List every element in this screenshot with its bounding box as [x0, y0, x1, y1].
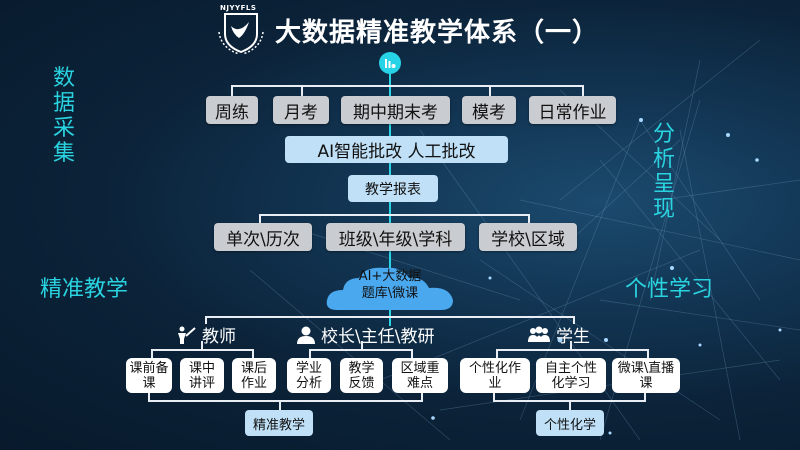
side-label-personalized-learning: 个性学习 — [625, 277, 714, 302]
group-icon — [528, 326, 550, 342]
logo-text: NJYYFLS — [220, 4, 257, 12]
bar-chart-icon — [379, 52, 401, 74]
student-item: 个性化作业 — [460, 358, 530, 393]
connector-spine-lower — [389, 310, 391, 326]
source-box: 周练 — [206, 96, 258, 124]
side-label-analysis: 分析呈现 — [652, 122, 675, 222]
group-student-label: 学生 — [556, 327, 590, 347]
connector-tick — [421, 393, 423, 402]
connector-tick — [647, 349, 649, 359]
school-logo — [218, 13, 264, 55]
connector-sources — [231, 85, 584, 87]
student-item: 微课\直播课 — [612, 358, 680, 393]
source-box: 模考 — [462, 96, 516, 124]
dimension-box: 班级\年级\学科 — [326, 223, 465, 251]
connector-tick — [493, 393, 495, 402]
connector-tick — [644, 393, 646, 402]
connector-tick — [301, 85, 303, 97]
connector-tick — [259, 214, 261, 224]
side-label-precision-teaching: 精准教学 — [40, 277, 129, 302]
dimension-box: 单次\历次 — [214, 223, 312, 251]
connector-tick — [252, 349, 254, 359]
connector-tick — [201, 341, 203, 351]
teacher-item: 课后作业 — [232, 358, 276, 393]
principal-item: 学业分析 — [287, 358, 331, 393]
dimension-box: 学校\区域 — [479, 223, 577, 251]
outcome-precision-teaching: 精准教学 — [245, 410, 313, 436]
connector-tick — [361, 341, 363, 351]
teacher-item: 课中讲评 — [180, 358, 224, 393]
connector-tick — [573, 316, 575, 324]
connector-tick — [570, 341, 572, 351]
connector-student — [496, 349, 649, 351]
group-teacher-label: 教师 — [202, 327, 236, 347]
connector-groups — [205, 316, 575, 318]
connector-tick — [489, 85, 491, 97]
group-principal: 校长\主任\教研 — [297, 322, 434, 347]
connector-tick — [231, 85, 233, 97]
connector-tick — [569, 400, 571, 410]
connector-tick — [582, 85, 584, 97]
group-student: 学生 — [528, 322, 590, 347]
connector-tick — [411, 349, 413, 359]
teacher-item: 课前备课 — [126, 358, 172, 393]
source-box: 日常作业 — [529, 96, 616, 124]
user-icon — [297, 326, 315, 344]
student-item: 自主个性化学习 — [536, 358, 606, 393]
teacher-icon — [178, 326, 196, 344]
connector-tick — [151, 349, 153, 359]
principal-item: 教学反馈 — [340, 358, 383, 393]
connector-tick — [205, 316, 207, 324]
connector-spine — [389, 74, 391, 274]
connector-tick — [148, 393, 150, 402]
connector-dimensions — [259, 214, 530, 216]
connector-tick — [279, 400, 281, 410]
cloud-icon — [326, 267, 453, 310]
connector-tick — [309, 349, 311, 359]
source-box: 月考 — [273, 96, 329, 124]
side-label-data-collection: 数据采集 — [52, 66, 75, 166]
source-box: 期中期末考 — [341, 96, 450, 124]
group-teacher: 教师 — [176, 322, 236, 347]
grading-box: AI智能批改 人工批改 — [285, 136, 508, 163]
cloud-label: AI+大数据 题库\微课 — [325, 268, 455, 302]
cloud-line-1: AI+大数据 — [358, 269, 422, 284]
group-principal-label: 校长\主任\教研 — [321, 327, 435, 347]
report-box: 教学报表 — [348, 175, 438, 202]
page-title: 大数据精准教学体系（一） — [275, 18, 600, 48]
connector-tick — [496, 349, 498, 359]
connector-tick — [528, 214, 530, 224]
principal-item: 区域重难点 — [392, 358, 448, 393]
cloud-line-2: 题库\微课 — [361, 286, 419, 301]
connector-outcome-teaching — [148, 400, 423, 402]
outcome-personalized-learning: 个性化学 — [536, 410, 604, 436]
